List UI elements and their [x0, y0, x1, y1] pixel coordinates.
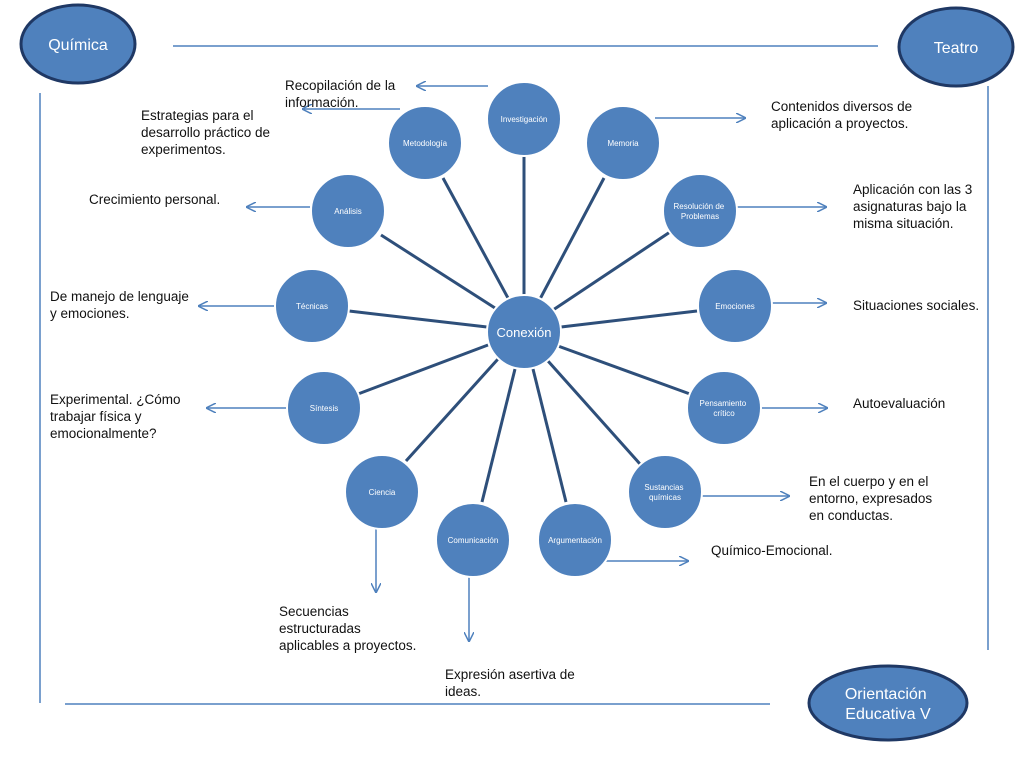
node-argumentacion-label: Argumentación	[548, 536, 602, 545]
node-emociones: Emociones	[697, 268, 773, 344]
spoke-emociones	[560, 309, 698, 329]
node-memoria: Memoria	[585, 105, 661, 181]
spoke-pensamiento	[557, 344, 691, 396]
hub-label: Conexión	[497, 325, 552, 340]
note-estrategias: Estrategias para el desarrollo práctico …	[141, 108, 271, 157]
node-sintesis-label: Síntesis	[310, 404, 338, 413]
note-quimico: Químico-Emocional.	[711, 543, 833, 558]
node-tecnicas: Técnicas	[274, 268, 350, 344]
node-ciencia: Ciencia	[344, 454, 420, 530]
note-crecimiento: Crecimiento personal.	[89, 192, 221, 207]
node-argumentacion: Argumentación	[537, 502, 613, 578]
spoke-tecnicas	[348, 309, 488, 329]
note-aplicacion: Aplicación con las 3 asignaturas bajo la…	[853, 182, 973, 231]
note-lenguaje: De manejo de lenguaje y emociones.	[50, 289, 189, 321]
spoke-resolucion	[552, 230, 671, 312]
spoke-ciencia	[404, 357, 500, 463]
subject-ovals: Química Teatro Orientación Educativa V	[19, 3, 1015, 742]
node-analisis: Análisis	[310, 173, 386, 249]
subject-quimica: Química	[19, 3, 137, 85]
node-investigacion: Investigación	[486, 81, 562, 157]
node-ciencia-label: Ciencia	[369, 488, 396, 497]
node-sintesis: Síntesis	[286, 370, 362, 446]
frame-lines	[39, 45, 989, 705]
note-situaciones: Situaciones sociales.	[853, 298, 980, 313]
node-pensamiento: Pensamiento crítico	[686, 370, 762, 446]
subject-teatro: Teatro	[897, 6, 1015, 88]
spoke-memoria	[538, 177, 606, 300]
node-resolucion-label: Resolución de Problemas	[674, 202, 727, 221]
arrows	[199, 86, 827, 641]
note-recopilacion: Recopilación de la información.	[285, 78, 396, 110]
subject-orientacion: Orientación Educativa V	[807, 664, 969, 742]
note-contenidos: Contenidos diversos de aplicación a proy…	[771, 99, 913, 131]
node-sustancias-label: Sustancias químicas	[644, 483, 685, 502]
node-memoria-label: Memoria	[607, 139, 639, 148]
subject-quimica-label: Química	[48, 37, 108, 54]
node-emociones-label: Emociones	[715, 302, 755, 311]
note-secuencias: Secuencias estructuradas aplicables a pr…	[279, 604, 417, 653]
node-tecnicas-label: Técnicas	[296, 302, 328, 311]
node-sustancias: Sustancias químicas	[627, 454, 703, 530]
note-autoevaluacion: Autoevaluación	[853, 396, 946, 411]
spoke-analisis	[380, 233, 496, 310]
note-expresion: Expresión asertiva de ideas.	[445, 667, 575, 699]
hub-conexion: Conexión	[486, 294, 562, 370]
node-comunicacion-label: Comunicación	[448, 536, 499, 545]
node-pensamiento-label: Pensamiento crítico	[700, 399, 749, 418]
node-investigacion-label: Investigación	[501, 115, 548, 124]
subject-orientacion-label: Orientación Educativa V	[845, 686, 931, 723]
node-comunicacion: Comunicación	[435, 502, 511, 578]
node-analisis-label: Análisis	[334, 207, 362, 216]
node-resolucion: Resolución de Problemas	[662, 173, 738, 249]
subject-teatro-label: Teatro	[934, 40, 979, 57]
spoke-comunicacion	[480, 368, 517, 503]
note-experimental: Experimental. ¿Cómo trabajar física y em…	[50, 392, 181, 441]
spoke-sintesis	[357, 343, 489, 396]
spoke-metodologia	[441, 177, 510, 299]
spoke-argumentacion	[531, 368, 568, 503]
node-metodologia: Metodología	[387, 105, 463, 181]
spoke-sustancias	[546, 360, 642, 465]
spokes	[348, 156, 698, 503]
note-cuerpo: En el cuerpo y en el entorno, expresados…	[809, 474, 933, 523]
node-metodologia-label: Metodología	[403, 139, 448, 148]
